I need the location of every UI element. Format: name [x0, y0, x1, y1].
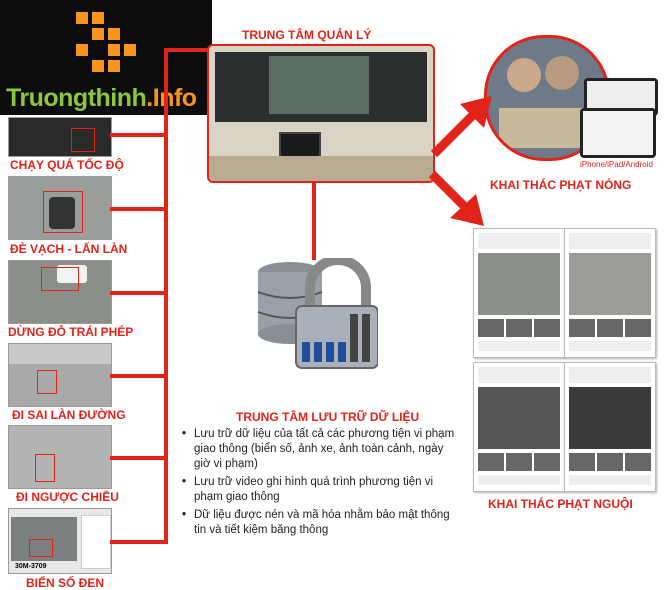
- violation-photo-wrong-lane: [8, 343, 112, 407]
- connector-line: [110, 291, 166, 295]
- storage-title: TRUNG TÂM LƯU TRỮ DỮ LIỆU: [236, 410, 420, 424]
- phone-device: [580, 108, 656, 158]
- violation-label: ĐI SAI LÀN ĐƯỜNG: [12, 408, 126, 422]
- connector-line: [164, 48, 168, 544]
- logo-arrow-icon: [76, 12, 136, 72]
- connector-line: [110, 207, 166, 211]
- logo: Truongthinh.Info: [0, 0, 212, 115]
- violation-label: DỪNG ĐỖ TRÁI PHÉP: [8, 325, 134, 339]
- violation-label: BIỂN SỐ ĐEN: [26, 576, 105, 590]
- hot-fine-title: KHAI THÁC PHẠT NÓNG: [490, 178, 632, 192]
- violation-photo-speeding: [8, 117, 112, 157]
- violation-label: CHẠY QUÁ TỐC ĐỘ: [10, 158, 124, 172]
- bullet-item: Lưu trữ dữ liệu của tất cả các phương ti…: [180, 427, 455, 472]
- violation-photo-lane-cross: [8, 176, 112, 240]
- fine-document: [473, 362, 565, 492]
- arrow-hot-icon: [430, 96, 492, 158]
- connector-line: [164, 48, 212, 52]
- plate-text: 30M-3709: [15, 563, 47, 570]
- fine-document: [473, 228, 565, 358]
- control-room-photo: [207, 44, 435, 183]
- fine-document: [564, 362, 656, 492]
- connector-line: [110, 456, 166, 460]
- database-lock-icon: [248, 255, 379, 372]
- connector-line: [110, 540, 166, 544]
- violation-label: ĐI NGƯỢC CHIỀU: [16, 490, 119, 504]
- connector-line: [312, 180, 316, 260]
- violation-label: ĐÈ VẠCH - LẤN LÀN: [10, 242, 128, 256]
- fine-document: [564, 228, 656, 358]
- bullet-item: Dữ liệu được nén và mã hóa nhằm bảo mật …: [180, 508, 455, 538]
- center-title: TRUNG TÂM QUẢN LÝ: [242, 28, 372, 42]
- cold-fine-title: KHAI THÁC PHẠT NGUỘI: [488, 497, 633, 511]
- logo-text: Truongthinh.Info: [6, 84, 197, 112]
- violation-photo-wrong-way: [8, 425, 112, 489]
- violation-photo-illegal-stop: [8, 260, 112, 324]
- storage-bullets: Lưu trữ dữ liệu của tất cả các phương ti…: [180, 427, 455, 541]
- violation-photo-plate: 30M-3709: [8, 508, 112, 574]
- arrow-cold-icon: [428, 170, 484, 226]
- connector-line: [110, 374, 166, 378]
- connector-line: [110, 133, 166, 137]
- device-caption: iPhone/iPad/Android: [580, 160, 653, 169]
- bullet-item: Lưu trữ video ghi hình quá trình phương …: [180, 475, 455, 505]
